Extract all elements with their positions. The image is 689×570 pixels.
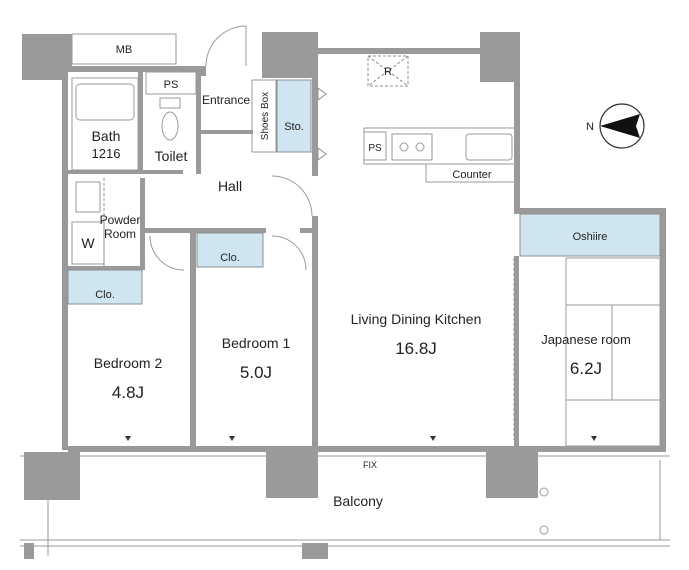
wall-powder-bottom — [68, 266, 145, 270]
wall-bath-right — [138, 72, 143, 174]
powder-sink — [75, 181, 101, 213]
label-powder-2: Room — [104, 227, 136, 241]
label-ps-kitchen: PS — [368, 143, 382, 154]
label-counter: Counter — [452, 169, 491, 181]
stove — [391, 133, 433, 161]
shoes-box — [251, 79, 277, 153]
wall-top-japanese — [514, 208, 666, 214]
pillar-entrance — [262, 32, 318, 78]
label-bedroom1-size: 5.0J — [240, 363, 272, 382]
label-bath: Bath — [92, 128, 121, 144]
label-japanese-room: Japanese room — [541, 332, 631, 347]
wall-bedroom2-top — [140, 228, 194, 233]
wall-top-left — [68, 66, 196, 72]
mb-box — [71, 33, 177, 65]
bath-room-outline — [71, 77, 139, 171]
wall-japanese-left — [514, 256, 519, 452]
label-oshiire: Oshiire — [573, 231, 608, 243]
label-fix: FIX — [363, 460, 377, 470]
label-bath-size: 1216 — [92, 146, 121, 161]
wall-hall-toilet — [143, 170, 183, 174]
closet-bedroom1 — [196, 232, 264, 268]
toilet-tank — [159, 97, 181, 109]
wall-bedroom1-top-right — [300, 228, 318, 233]
wall-shoebox-right — [312, 72, 318, 176]
kitchen-counter — [363, 127, 519, 165]
wall-left — [62, 72, 68, 450]
ps-kitchen-box — [363, 131, 387, 161]
label-mb: MB — [116, 44, 133, 56]
label-closet-bedroom1: Clo. — [220, 252, 240, 264]
wall-bedroom1-top — [196, 228, 266, 233]
wall-entrance-bottom — [201, 130, 253, 134]
storage-box — [276, 79, 312, 153]
label-balcony: Balcony — [333, 493, 383, 509]
compass-needle — [600, 114, 640, 138]
label-powder-1: Powder — [100, 213, 141, 227]
fixture-lines — [20, 25, 670, 556]
toilet-bowl — [161, 111, 179, 141]
ps-box-top — [145, 71, 197, 95]
label-washer: W — [81, 235, 95, 251]
wall-top-ldk — [312, 48, 488, 54]
label-bedroom1: Bedroom 1 — [222, 335, 291, 351]
compass-label: N — [586, 121, 594, 133]
label-bedroom2: Bedroom 2 — [94, 355, 163, 371]
bathtub — [75, 83, 135, 121]
counter-bar — [425, 163, 519, 183]
wall-ldk-left — [312, 216, 318, 452]
label-hall: Hall — [218, 178, 242, 194]
label-entrance: Entrance — [202, 93, 250, 107]
label-japanese-room-size: 6.2J — [570, 359, 602, 378]
wall-powder-right — [140, 178, 145, 270]
pillar-top-right — [480, 32, 520, 82]
sink — [465, 133, 513, 161]
wall-bottom — [68, 446, 666, 452]
tatami-outline — [565, 257, 661, 447]
balcony-post-2 — [24, 543, 34, 559]
label-ldk: Living Dining Kitchen — [351, 311, 482, 327]
pillar-bottom-right — [486, 452, 538, 498]
wall-bath-bottom — [68, 170, 142, 174]
label-ldk-size: 16.8J — [395, 339, 437, 358]
pillar-bottom-left — [24, 452, 80, 500]
compass: N — [586, 103, 645, 149]
refrigerator-space — [367, 55, 409, 87]
wall-right-ldk — [514, 78, 520, 212]
pillar-top-left-lower — [22, 34, 68, 80]
walls — [22, 32, 666, 559]
balcony-post-1 — [302, 543, 328, 559]
wall-right-japanese — [660, 208, 666, 452]
label-storage: Sto. — [284, 121, 304, 133]
label-toilet: Toilet — [155, 148, 188, 164]
wall-bedroom-divider — [190, 228, 196, 450]
label-bedroom2-size: 4.8J — [112, 383, 144, 402]
oshiire-box — [519, 213, 661, 257]
label-closet-bedroom2: Clo. — [95, 289, 115, 301]
pillar-bottom-mid — [266, 452, 318, 498]
label-ps-top: PS — [164, 79, 179, 91]
wall-top-entrance — [196, 66, 206, 76]
room-labels: MB PS Entrance Bath 1216 Toilet Shoes Bo… — [81, 44, 630, 509]
closet-bedroom2 — [67, 269, 143, 305]
label-refrigerator: R — [384, 66, 392, 78]
wall-toilet-right — [196, 72, 201, 174]
label-shoes-box: Shoes Box — [260, 92, 271, 140]
